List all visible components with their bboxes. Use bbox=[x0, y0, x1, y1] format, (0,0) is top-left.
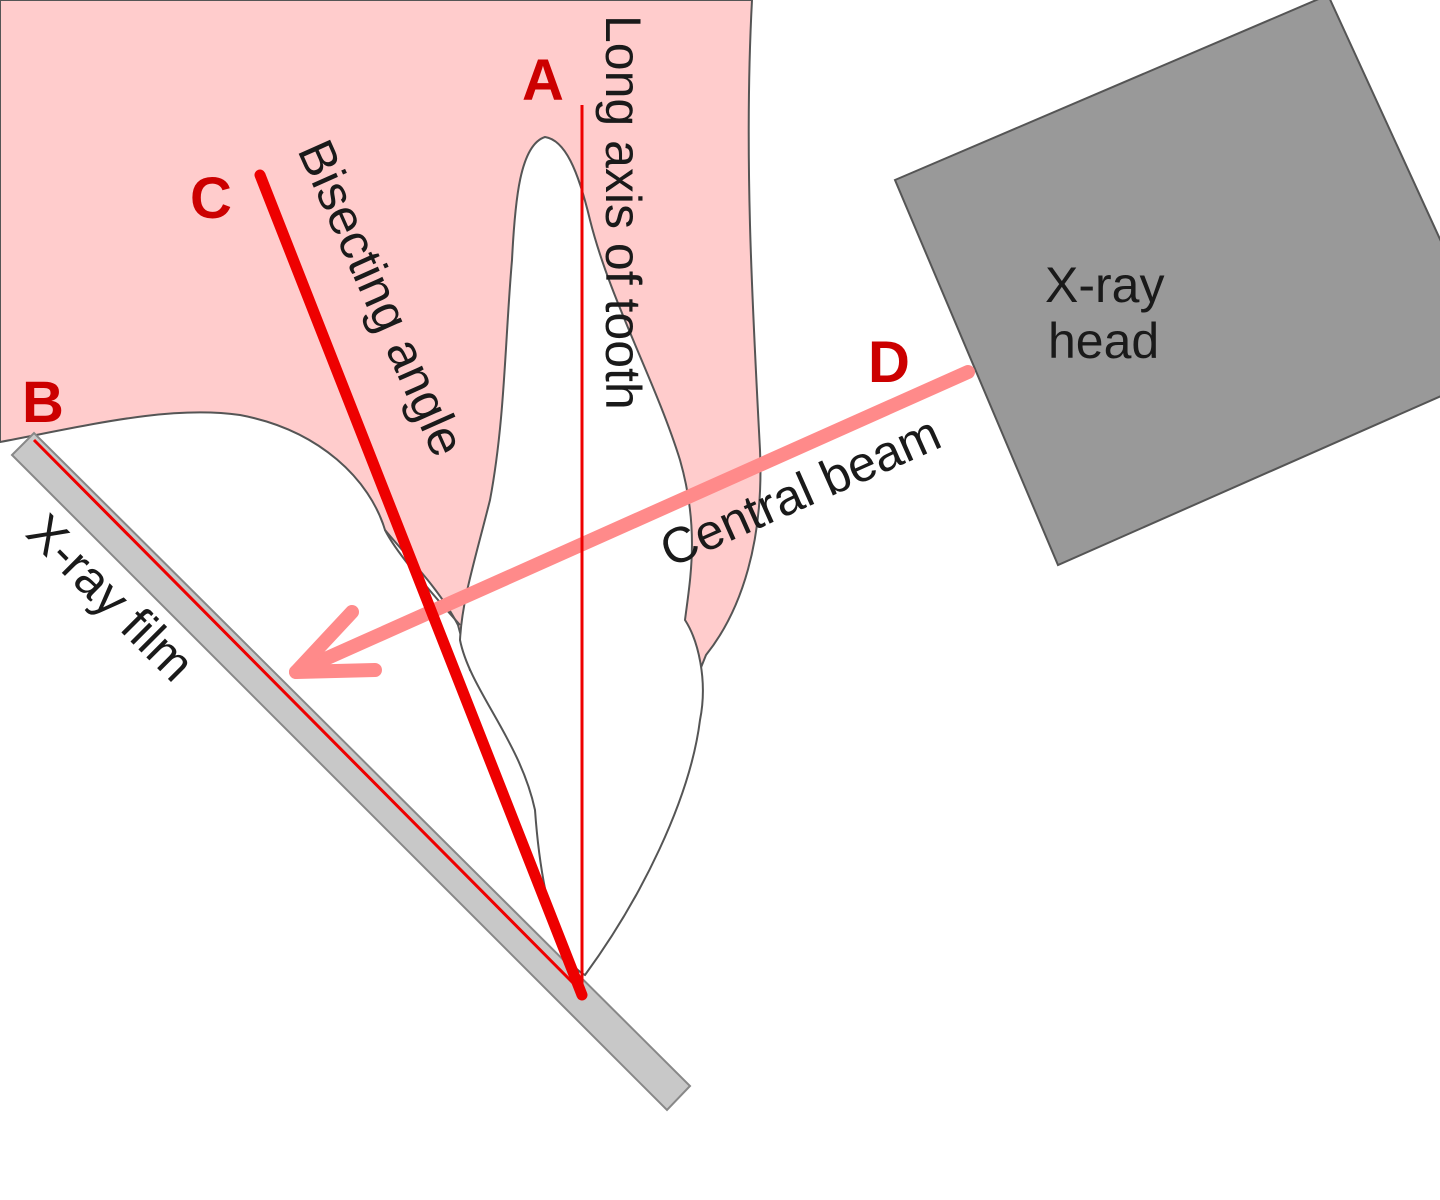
label-d: D bbox=[868, 330, 910, 395]
long-axis-label: Long axis of tooth bbox=[595, 15, 651, 410]
xray-film bbox=[10, 431, 692, 1112]
central-beam-arrowhead bbox=[289, 605, 382, 679]
xray-head-label-line2: head bbox=[1048, 313, 1159, 369]
film-plane-line bbox=[32, 438, 582, 992]
label-a: A bbox=[522, 48, 564, 113]
label-b: B bbox=[22, 370, 64, 435]
central-beam-line bbox=[289, 365, 975, 679]
bisecting-angle-line bbox=[254, 169, 588, 1001]
xray-head bbox=[893, 0, 1440, 567]
xray-head-label-line1: X-ray bbox=[1045, 257, 1164, 313]
label-c: C bbox=[190, 166, 232, 231]
